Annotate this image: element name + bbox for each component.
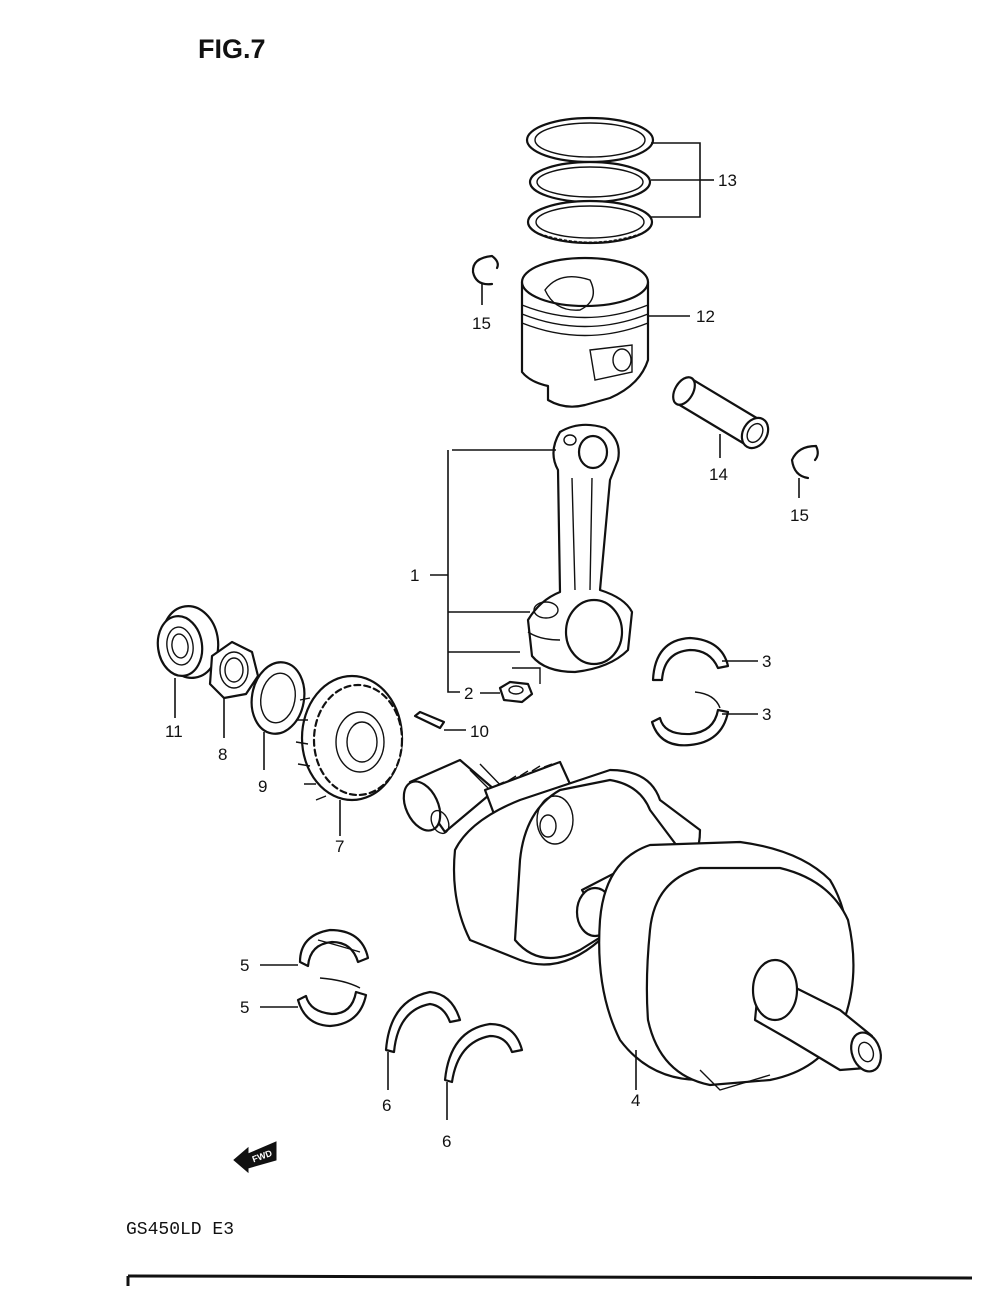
piston-pin	[672, 376, 770, 450]
thrust-bearing-left	[384, 990, 462, 1054]
connecting-rod	[526, 423, 634, 674]
callout-3-upper: 3	[762, 652, 771, 671]
callout-12: 12	[696, 307, 715, 326]
conrod-nut	[498, 667, 541, 704]
callout-15-right: 15	[790, 506, 809, 525]
callout-4: 4	[631, 1091, 640, 1110]
callout-8: 8	[218, 745, 227, 764]
washer	[250, 661, 306, 735]
callout-5-upper: 5	[240, 956, 249, 975]
callout-14: 14	[709, 465, 728, 484]
callout-1: 1	[410, 566, 419, 585]
callout-10: 10	[470, 722, 489, 741]
journal-bearing-upper	[298, 928, 370, 968]
conrod-bearing-upper	[651, 636, 730, 682]
piston-rings	[525, 116, 655, 245]
oil-seal	[156, 605, 220, 679]
piston	[520, 256, 650, 408]
callout-7: 7	[335, 837, 344, 856]
gear-nut	[208, 640, 260, 700]
callout-2: 2	[464, 684, 473, 703]
primary-gear	[295, 674, 404, 802]
figure-title: FIG.7	[198, 34, 266, 64]
callout-11: 11	[165, 722, 183, 741]
key	[413, 710, 446, 730]
thrust-bearing-right	[443, 1022, 524, 1084]
circlip-left	[471, 254, 499, 286]
callout-6-left: 6	[382, 1096, 391, 1115]
callout-15-left: 15	[472, 314, 491, 333]
callout-9: 9	[258, 777, 267, 796]
forward-arrow-icon: FWD	[233, 1141, 277, 1174]
callout-13: 13	[718, 171, 737, 190]
journal-bearing-lower	[296, 977, 368, 1028]
bottom-rule	[127, 1274, 973, 1280]
callout-5-lower: 5	[240, 998, 249, 1017]
callout-6-right: 6	[442, 1132, 451, 1151]
conrod-bearing-lower	[650, 691, 730, 747]
crankshaft	[402, 758, 882, 1091]
callout-3-lower: 3	[762, 705, 771, 724]
model-code: GS450LD E3	[126, 1220, 234, 1240]
circlip-right	[790, 444, 819, 480]
